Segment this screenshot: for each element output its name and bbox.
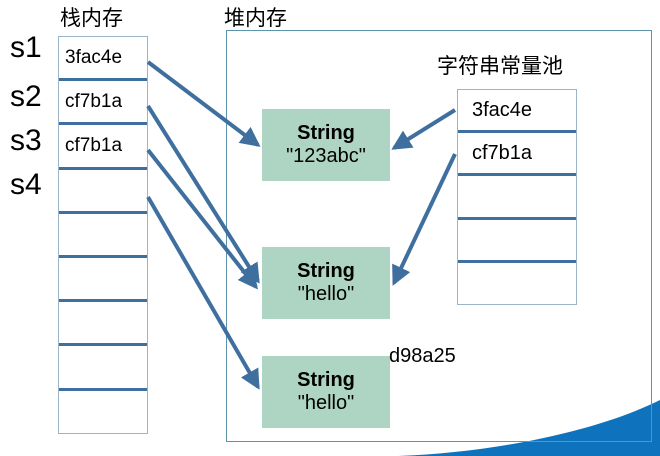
stack-variable-s3: s3 <box>10 124 42 157</box>
heap-string-object: String "hello" <box>262 247 390 319</box>
string-object-type: String <box>297 122 355 144</box>
pool-row <box>458 220 576 263</box>
stack-variable-s1: s1 <box>10 31 42 64</box>
pool-row <box>458 263 576 306</box>
stack-row <box>59 258 147 303</box>
stack-row <box>59 170 147 214</box>
stack-cell-value: cf7b1a <box>65 90 123 112</box>
string-constant-pool-title: 字符串常量池 <box>437 55 563 78</box>
stack-memory-title: 栈内存 <box>60 7 123 30</box>
pool-row: cf7b1a <box>458 133 576 177</box>
stack-row <box>59 214 147 258</box>
stack-row <box>59 346 147 391</box>
pool-cell-value: 3fac4e <box>472 98 533 121</box>
stack-row: 3fac4e <box>59 37 147 82</box>
stack-row: cf7b1a <box>59 81 147 126</box>
heap-string-object: String "123abc" <box>262 109 390 181</box>
heap-address-note: d98a25 <box>389 345 456 367</box>
stack-row: cf7b1a <box>59 125 147 170</box>
stack-cell-value: 3fac4e <box>65 46 123 68</box>
stack-row <box>59 391 147 435</box>
pool-row <box>458 176 576 220</box>
heap-string-object: String "hello" <box>262 356 390 428</box>
stack-cell-value: cf7b1a <box>65 134 123 156</box>
string-object-type: String <box>297 369 355 391</box>
pool-row: 3fac4e <box>458 90 576 134</box>
pool-cell-value: cf7b1a <box>472 141 533 164</box>
stack-row <box>59 302 147 347</box>
string-constant-pool-table: 3fac4e cf7b1a <box>457 89 577 305</box>
stack-variable-s2: s2 <box>10 80 42 113</box>
stack-memory-table: 3fac4e cf7b1a cf7b1a <box>58 36 148 434</box>
string-object-value: "123abc" <box>286 145 366 167</box>
stack-variable-s4: s4 <box>10 168 42 201</box>
heap-memory-title: 堆内存 <box>224 7 287 30</box>
string-object-type: String <box>297 260 355 282</box>
string-object-value: "hello" <box>297 283 355 305</box>
string-object-value: "hello" <box>297 392 355 414</box>
